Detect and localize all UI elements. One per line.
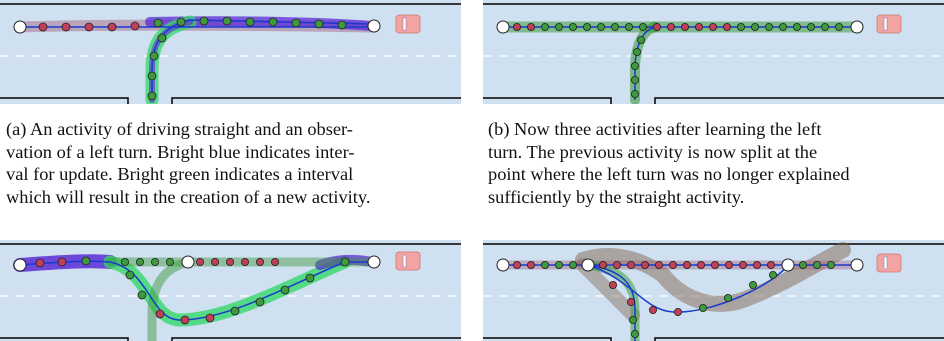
car-icon xyxy=(876,253,902,273)
caption-line: vation of a left turn. Bright blue indic… xyxy=(6,141,355,162)
split-node xyxy=(181,255,195,269)
car-icon xyxy=(876,14,902,34)
trajectory-nodes xyxy=(38,16,347,101)
start-node xyxy=(13,20,27,34)
caption-line: which will result in the creation of a n… xyxy=(6,186,371,207)
caption-line: turn. The previous activity is now split… xyxy=(488,141,818,162)
start-node xyxy=(13,258,27,272)
road-surface xyxy=(0,0,461,104)
trajectory-nodes xyxy=(35,256,350,325)
car-icon xyxy=(395,14,421,34)
start-node xyxy=(496,20,510,34)
trajectory-nodes xyxy=(512,22,843,99)
caption-line: sufficiently by the straight activity. xyxy=(488,186,745,207)
caption-line: (b) Now three activities after learning … xyxy=(488,119,822,139)
figure-panel-d xyxy=(483,240,944,341)
end-node xyxy=(367,19,381,33)
end-node xyxy=(850,20,864,34)
caption-line: point where the left turn was no longer … xyxy=(488,164,850,185)
caption-b: (b) Now three activities after learning … xyxy=(488,118,940,208)
split-node xyxy=(781,258,795,272)
end-node xyxy=(850,258,864,272)
caption-line: val for update. Bright green indicates a… xyxy=(6,164,354,185)
end-node xyxy=(367,255,381,269)
caption-a: (a) An activity of driving straight and … xyxy=(6,118,461,208)
start-node xyxy=(496,258,510,272)
car-icon xyxy=(395,251,421,271)
caption-line: (a) An activity of driving straight and … xyxy=(6,119,353,139)
activity-band-turn xyxy=(575,242,851,312)
road-edge-bottom xyxy=(0,97,461,104)
figure-panel-a xyxy=(0,0,461,104)
figure-panel-b xyxy=(483,0,944,104)
split-node xyxy=(581,258,595,272)
figure-panel-c xyxy=(0,240,461,341)
trajectory-nodes xyxy=(512,260,835,339)
